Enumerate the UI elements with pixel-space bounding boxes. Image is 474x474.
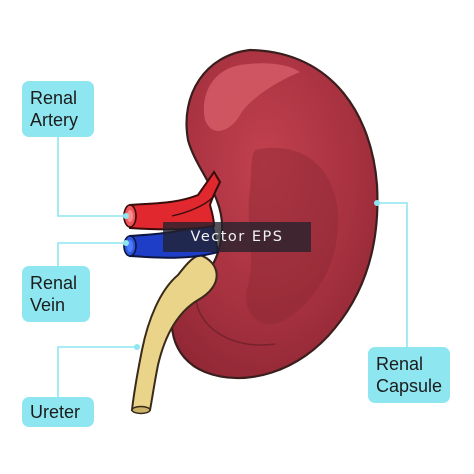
leader-dot-capsule <box>374 200 380 206</box>
renal-artery-lumen <box>127 210 133 222</box>
leader-dot-ureter <box>134 344 140 350</box>
renal-artery-branch <box>171 197 213 217</box>
label-renal-artery-line-2: Artery <box>30 110 79 130</box>
leader-line-artery <box>57 137 126 217</box>
label-renal-capsule: Renal Capsule <box>368 347 450 403</box>
ureter-opening <box>131 405 151 415</box>
label-ureter-line-1: Ureter <box>30 402 81 422</box>
leader-dot-vein <box>123 240 129 246</box>
leader-line-capsule <box>377 202 408 347</box>
kidney-body <box>170 48 379 380</box>
leader-dots <box>123 200 380 350</box>
leader-lines <box>57 137 408 397</box>
leader-line-vein <box>57 242 126 266</box>
leader-dot-artery <box>123 213 129 219</box>
label-renal-artery-line-1: Renal <box>30 88 78 108</box>
capsule-contour <box>195 299 276 346</box>
watermark-banner: Vector EPS <box>163 222 311 252</box>
kidney-highlight <box>203 63 300 131</box>
leader-line-ureter <box>57 346 137 397</box>
label-renal-capsule-line-2: Capsule <box>376 376 443 396</box>
label-renal-vein: Renal Vein <box>22 266 90 322</box>
label-renal-capsule-line-1: Renal <box>376 354 424 374</box>
label-ureter: Ureter <box>22 397 94 427</box>
label-renal-artery: Renal Artery <box>22 81 94 137</box>
label-renal-vein-line-2: Vein <box>30 295 66 315</box>
label-renal-vein-line-1: Renal <box>30 273 78 293</box>
